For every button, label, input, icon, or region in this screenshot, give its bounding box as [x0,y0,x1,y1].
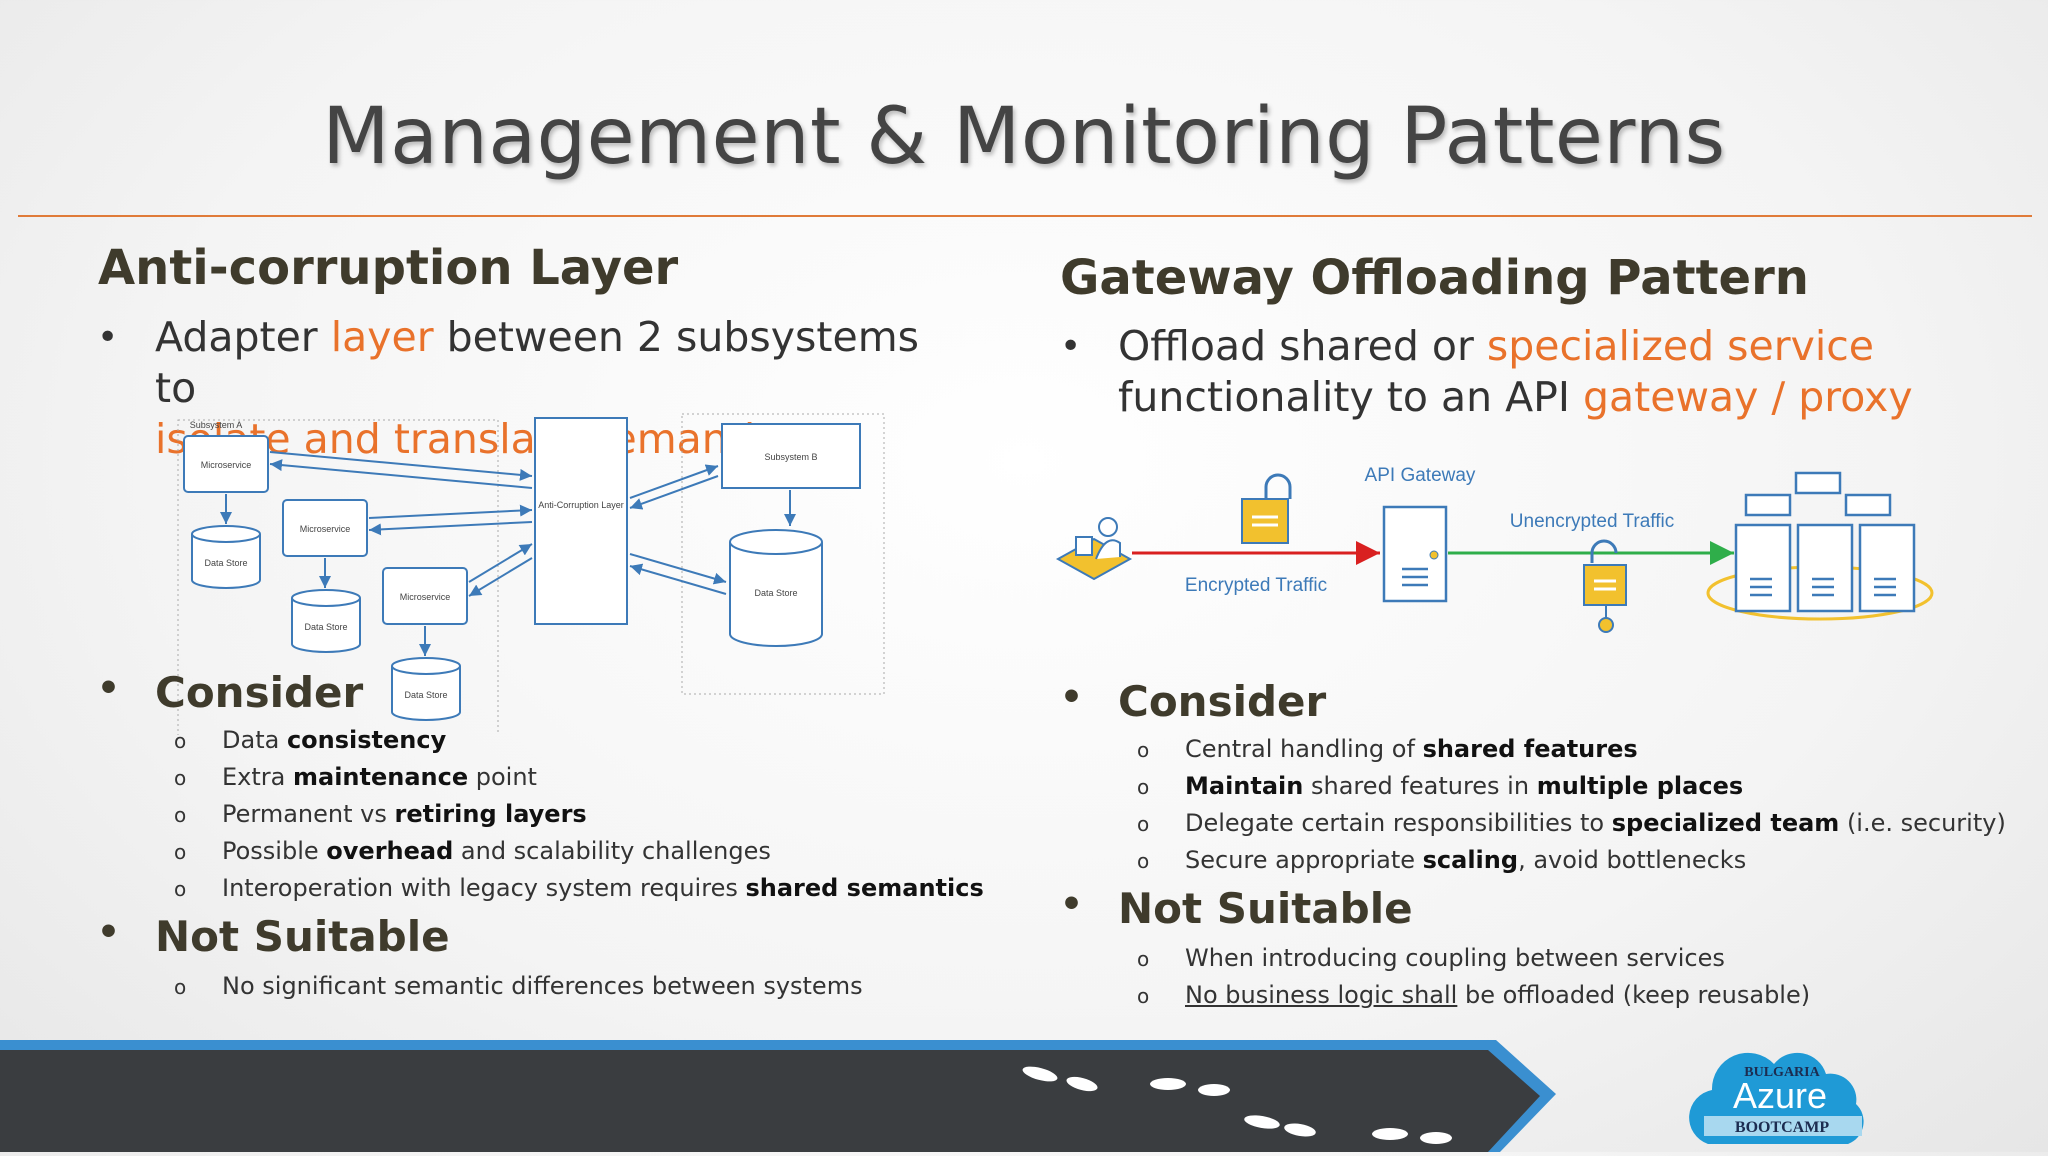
right-heading: Gateway Offloading Pattern [1060,250,1809,306]
svg-text:Azure: Azure [1733,1075,1827,1116]
left-not-suitable-label: Not Suitable [155,912,450,961]
api-gateway-label: API Gateway [1365,465,1476,486]
svg-text:Microservice: Microservice [201,460,252,470]
svg-text:Data Store: Data Store [404,690,447,700]
gateway-offloading-diagram: Encrypted Traffic API Gateway Unencrypte… [1055,465,1934,633]
bullet-dot: • [1060,326,1082,367]
title-divider [18,215,2032,217]
client-user-icon [1055,517,1133,581]
left-consider-heading: • Consider [97,668,364,717]
left-bullet-part3: between 2 subsystems to [155,313,920,412]
svg-text:BOOTCAMP: BOOTCAMP [1735,1119,1829,1136]
server-cluster-icon [1706,471,1934,621]
data-store [191,534,261,589]
lock-icon [1241,473,1292,544]
subsystem-b-box [721,423,861,489]
left-not-suitable-heading: • Not Suitable [97,912,450,961]
microservice-box [183,435,269,493]
unlocked-lock-icon [1583,539,1627,633]
bullet-dot: • [1060,677,1084,718]
data-store [291,598,361,653]
footprints-decoration [1022,1066,1452,1144]
bullet-dot: • [1060,884,1084,925]
bullet-dot: • [97,317,119,358]
bullet-dot: • [97,668,121,709]
left-consider-label: Consider [155,668,364,717]
svg-text:Microservice: Microservice [400,592,451,602]
anti-corruption-diagram: Subsystem A Microservice Microservice Mi… [177,413,885,735]
microservice-box [282,499,368,557]
data-store-b [729,542,823,647]
subsystem-b-label: Subsystem B [764,452,817,462]
left-heading: Anti-corruption Layer [98,240,679,296]
right-bullet: • Offload shared or specialized service … [1060,322,1913,421]
right-not-suitable-heading: • Not Suitable [1060,884,1413,933]
acl-box [534,417,628,625]
svg-text:Microservice: Microservice [300,524,351,534]
right-not-suitable-label: Not Suitable [1118,884,1413,933]
slide-title: Management & Monitoring Patterns [322,92,1726,182]
acl-label: Anti-Corruption Layer [538,500,624,510]
footer-band [0,1040,1556,1152]
svg-text:Data Store: Data Store [204,558,247,568]
svg-text:Data Store: Data Store [304,622,347,632]
left-bullet: • Adapter layer between 2 subsystems to … [97,312,955,465]
unencrypted-traffic-label: Unencrypted Traffic [1510,511,1674,532]
left-bullet-part1: Adapter [155,313,331,361]
azure-bootcamp-logo: BULGARIA Azure BOOTCAMP [1680,1036,1880,1152]
encrypted-traffic-label: Encrypted Traffic [1185,575,1327,596]
left-bullet-part2: layer [330,313,434,361]
right-consider-label: Consider [1118,677,1327,726]
gateway-server-icon [1382,505,1448,603]
svg-text:BULGARIA: BULGARIA [1744,1065,1820,1080]
svg-text:Data Store: Data Store [754,588,797,598]
right-consider-heading: • Consider [1060,677,1327,726]
subsystem-a-label: Subsystem A [190,420,243,430]
bullet-dot: • [97,912,121,953]
microservice-box [382,567,468,625]
data-store [391,666,461,721]
